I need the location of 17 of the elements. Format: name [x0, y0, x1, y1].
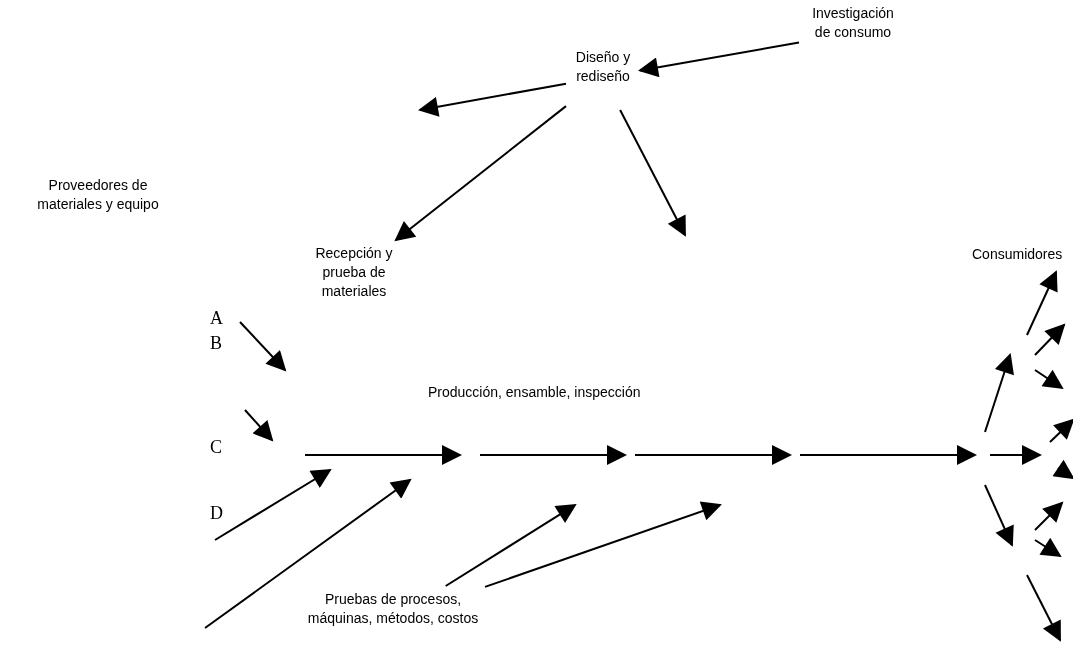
letter-label: B [210, 333, 222, 353]
arrow [484, 501, 722, 588]
node-label: Proveedores de materiales y equipo [37, 176, 159, 214]
node-label: Recepción y prueba de materiales [302, 244, 406, 301]
arrow [418, 82, 567, 117]
letter-label: D [210, 503, 223, 523]
letter-label: A [210, 308, 223, 328]
node-label: Consumidores [972, 245, 1072, 264]
arrow [394, 105, 567, 242]
arrow [638, 41, 800, 78]
node-label: Investigación de consumo [803, 4, 903, 42]
arrow [444, 503, 577, 587]
arrow [619, 109, 686, 237]
letter-label: C [210, 437, 222, 457]
node-label: Pruebas de procesos, máquinas, métodos, costos [305, 590, 481, 628]
node-label: Producción, ensamble, inspección [428, 383, 728, 402]
node-label: Diseño y rediseño [570, 48, 636, 86]
